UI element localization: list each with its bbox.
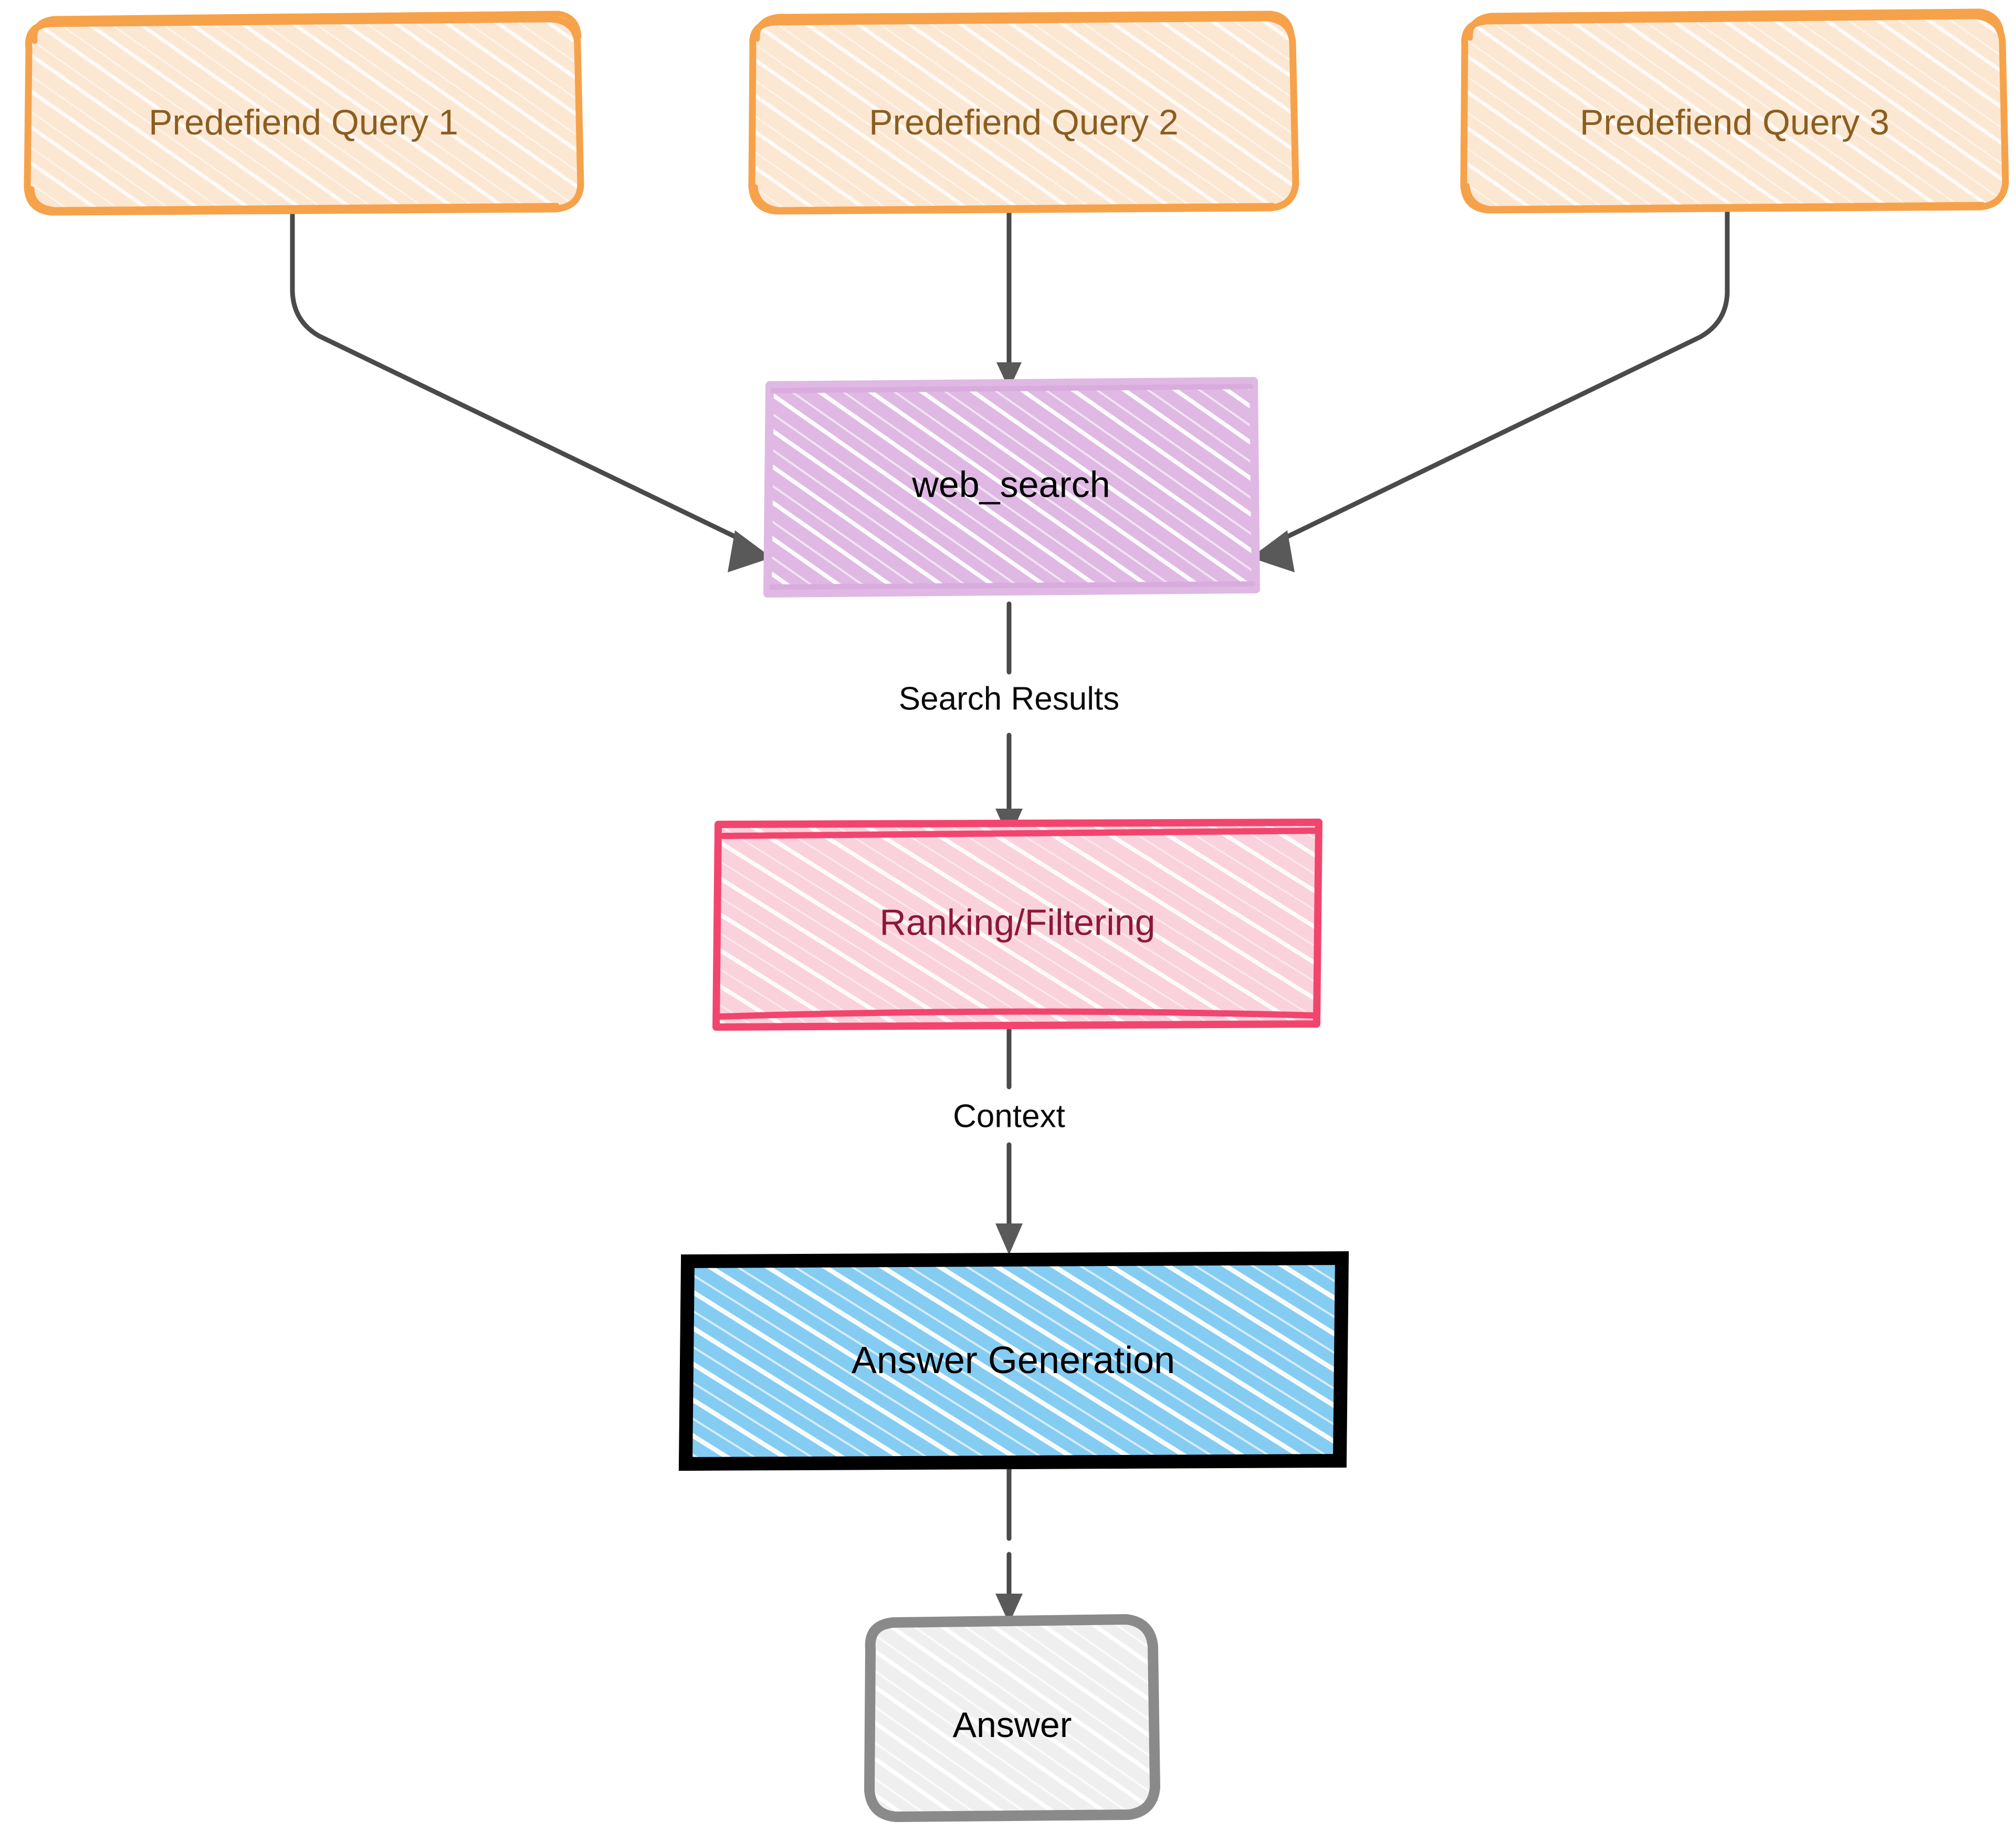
node-fill <box>27 19 581 212</box>
node-outline-sketch-overstroke-bottom <box>752 184 1276 213</box>
node-outline-sketch-overstroke <box>717 828 1319 1020</box>
node-label-answer-generation: Answer Generation <box>852 1339 1175 1382</box>
node-answer-generation[interactable]: Answer Generation <box>678 1251 1349 1471</box>
node-fill <box>752 18 1296 211</box>
node-fill <box>686 1258 1342 1464</box>
edge-label-context: Context <box>953 1098 1065 1134</box>
node-outline-sketch-overstroke <box>32 11 582 44</box>
edge-label-search-results: Search Results <box>899 681 1119 717</box>
node-fill <box>716 822 1319 1027</box>
node-outline <box>712 819 1322 1031</box>
node-predefiend-query-3[interactable]: Predefiend Query 3 <box>1460 8 2009 214</box>
node-answer[interactable]: Answer <box>864 1614 1160 1822</box>
node-label-answer: Answer <box>953 1705 1072 1745</box>
node-label-predefiend-query-3: Predefiend Query 3 <box>1580 102 1889 142</box>
node-label-predefiend-query-1: Predefiend Query 1 <box>149 102 458 142</box>
node-ranking-filtering[interactable]: Ranking/Filtering <box>712 819 1322 1031</box>
node-web-search[interactable]: web_search <box>763 377 1260 598</box>
node-label-predefiend-query-2: Predefiend Query 2 <box>869 102 1179 142</box>
node-outline <box>763 377 1260 598</box>
node-outline <box>678 1251 1349 1471</box>
node-label-ranking-filtering: Ranking/Filtering <box>879 902 1155 943</box>
edge-answergen-to-answer <box>995 1462 1023 1624</box>
node-outline <box>864 1614 1160 1822</box>
edge-q2-to-websearch <box>996 207 1022 390</box>
node-predefiend-query-2[interactable]: Predefiend Query 2 <box>748 11 1299 215</box>
node-predefiend-query-1[interactable]: Predefiend Query 1 <box>24 11 584 216</box>
node-label-web-search: web_search <box>911 464 1110 505</box>
edge-websearch-to-ranking: Search Results <box>899 601 1119 839</box>
node-outline-sketch-overstroke <box>769 384 1255 590</box>
node-fill <box>869 1619 1155 1817</box>
node-outline-sketch-overstroke <box>754 11 1295 42</box>
edge-q1-to-websearch <box>290 207 772 572</box>
edge-ranking-to-answergen: Context <box>953 1021 1065 1255</box>
node-outline-sketch-overstroke-bottom <box>28 186 560 213</box>
node-fill <box>768 381 1256 593</box>
node-fill <box>1464 16 2006 210</box>
node-outline-sketch-overstroke <box>1467 8 2004 41</box>
edge-q3-to-websearch <box>1251 207 1730 572</box>
node-outline-sketch-overstroke-bottom <box>1464 183 1986 212</box>
